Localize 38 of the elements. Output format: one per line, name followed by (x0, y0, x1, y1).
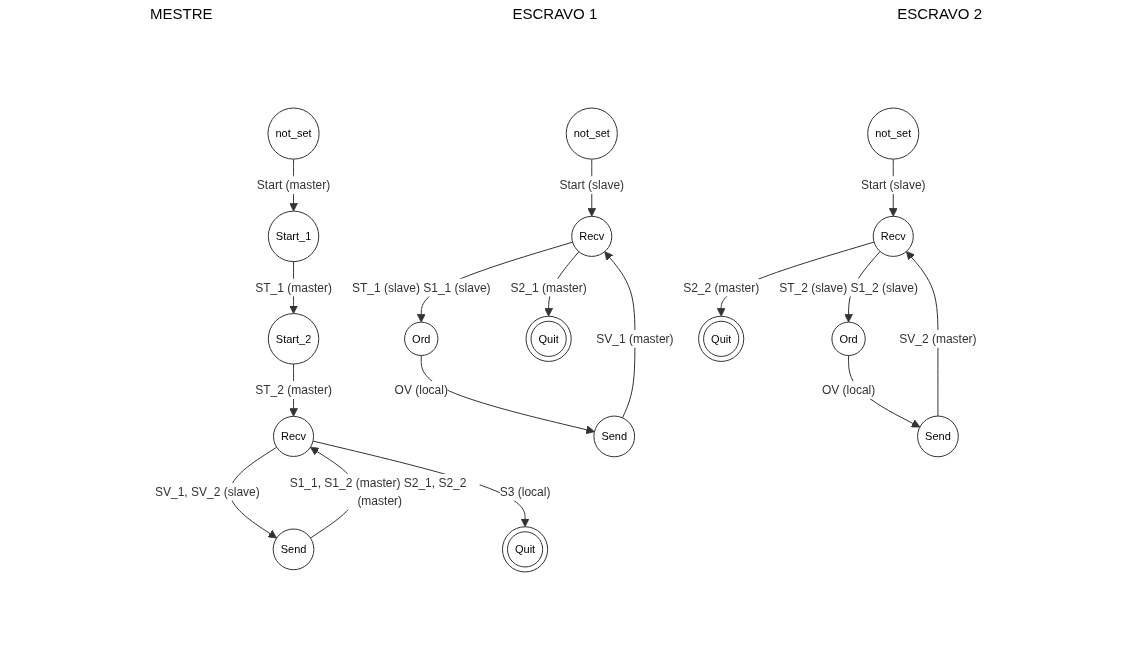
edge-label: S2_2 (master) (683, 280, 760, 295)
edge-label: SV_1 (master) (596, 331, 674, 346)
arrow (604, 251, 636, 419)
edge-label: S3 (local) (499, 484, 551, 499)
edge-label: SV_2 (master) (899, 331, 977, 346)
node-circle: Quit (698, 315, 745, 362)
edge-label: ST_2 (slave) S1_2 (slave) (779, 280, 919, 295)
edge-label: ST_1 (slave) S1_1 (slave) (352, 280, 491, 295)
node-circle: not_set (267, 107, 320, 160)
node-circle: Ord (831, 321, 866, 356)
node-circle: Recv (273, 415, 315, 457)
node-circle: not_set (565, 107, 618, 160)
edge-label: ST_1 (master) (255, 280, 333, 295)
edge-label: OV (local) (822, 383, 876, 398)
edge-label: S1_1, S1_2 (master) S2_1, S2_2 (master) (289, 475, 467, 508)
node-circle: Quit (502, 526, 549, 573)
node-circle: Start_2 (268, 313, 320, 365)
edge-label: ST_2 (master) (255, 383, 333, 398)
diagram-heading: MESTRE (150, 4, 213, 22)
node-circle: Send (272, 528, 315, 571)
diagram-heading: ESCRAVO 2 (897, 4, 982, 22)
edge-label: Start (master) (257, 178, 331, 193)
node-circle: Recv (571, 215, 613, 257)
edge-label: Start (slave) (559, 178, 625, 193)
node-circle: Quit (525, 315, 572, 362)
arrow (420, 355, 596, 435)
node-circle: Start_1 (268, 210, 320, 263)
node-circle: Ord (404, 321, 439, 356)
diagram-heading: ESCRAVO 1 (512, 4, 598, 22)
node-circle: Send (917, 415, 959, 458)
node-circle: not_set (867, 107, 920, 160)
edge-label: SV_1, SV_2 (slave) (155, 484, 260, 499)
node-circle: Recv (872, 215, 914, 257)
arrow (906, 251, 939, 417)
node-circle: Send (593, 415, 636, 458)
edge-label: Start (slave) (861, 178, 926, 193)
edge-label: S2_1 (master) (510, 280, 587, 295)
edge-label: OV (local) (394, 383, 449, 398)
